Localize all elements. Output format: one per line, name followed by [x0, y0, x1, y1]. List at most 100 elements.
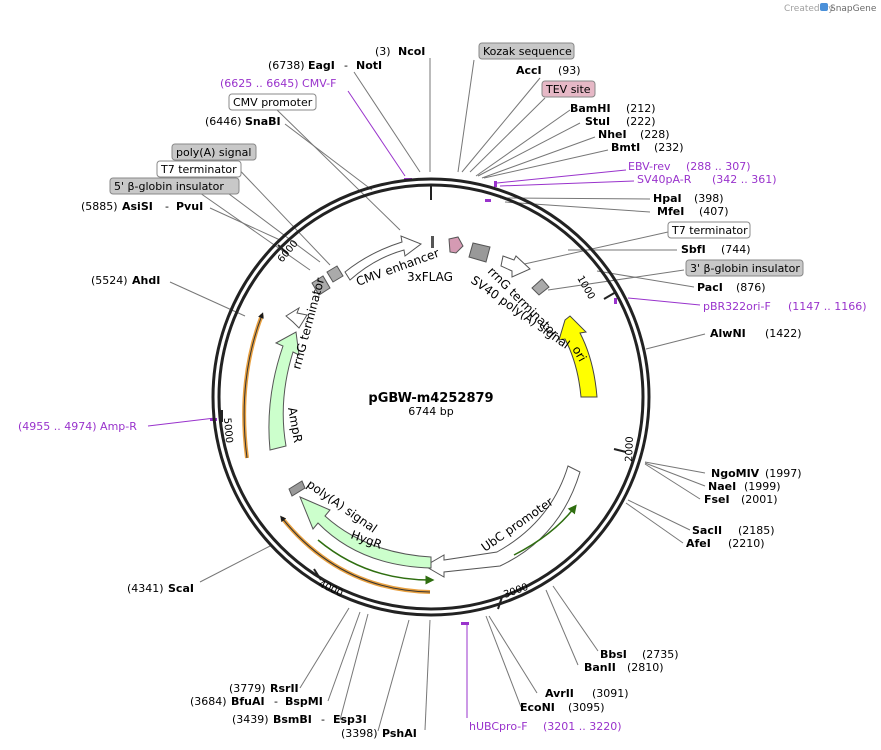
- t7-terminator-box-right: [667, 221, 751, 239]
- site-t7-terminator-right: T7 terminator: [671, 224, 748, 237]
- site-paci: PacI: [697, 281, 723, 294]
- site-asisi: AsiSI: [122, 200, 153, 213]
- site-afei: AfeI: [686, 537, 711, 550]
- tev-site-mark: [448, 236, 464, 254]
- plasmid-length: 6744 bp: [408, 405, 453, 418]
- site-bfuai-sep: -: [274, 695, 278, 708]
- site-bmti-pos: (232): [654, 141, 684, 154]
- site-polya-signal: poly(A) signal: [176, 146, 251, 159]
- site-paci-pos: (876): [736, 281, 766, 294]
- site-hpai: HpaI: [653, 192, 682, 205]
- site-alwni: AlwNI: [710, 327, 746, 340]
- bglobin3-box: [685, 259, 804, 277]
- site-rsrii: RsrII: [270, 682, 299, 695]
- site-cmv-promoter: CMV promoter: [233, 96, 313, 109]
- site-nhei-pos: (228): [640, 128, 670, 141]
- cmv-enhancer-arrow: [344, 235, 423, 281]
- site-scai: ScaI: [168, 582, 194, 595]
- site-sacii-pos: (2185): [738, 524, 775, 537]
- site-ahdi-pos: (5524): [91, 274, 128, 287]
- primer-hubcpro-f-pos: (3201 .. 3220): [543, 720, 622, 733]
- rrng-box-1: [531, 278, 550, 296]
- primer-hubcpro-f: hUBCpro-F: [469, 720, 528, 733]
- site-hpai-pos: (398): [694, 192, 724, 205]
- kozak-mark: [431, 236, 434, 248]
- ori-arrow: [558, 315, 598, 398]
- site-acci-pos: (93): [558, 64, 581, 77]
- primer-cmv-f: (6625 .. 6645) CMV-F: [220, 77, 336, 90]
- site-econi-pos: (3095): [568, 701, 605, 714]
- primer-sv40pa-r-pos: (342 .. 361): [712, 173, 777, 186]
- feature-3xflag: 3xFLAG: [407, 270, 453, 284]
- polya-box: [288, 480, 306, 497]
- site-ncoi-pos: (3): [375, 45, 391, 58]
- hygr-arrow: [299, 496, 432, 569]
- site-avrii-pos: (3091): [592, 687, 629, 700]
- backbone-inner: [217, 183, 645, 611]
- site-bbsi: BbsI: [600, 648, 627, 661]
- ampr-orf-orange: [242, 314, 264, 459]
- site-bsmbi-sep: -: [321, 713, 325, 726]
- site-sbfi-pos: (744): [721, 243, 751, 256]
- ubc-orf-arrow: [513, 504, 577, 556]
- site-stui: StuI: [585, 115, 610, 128]
- tick-label-2000: 2000: [624, 436, 636, 462]
- site-snabi: SnaBI: [245, 115, 281, 128]
- site-bamhi: BamHI: [570, 102, 611, 115]
- ampr-orf-arrow: [243, 312, 264, 459]
- site-noti: NotI: [356, 59, 382, 72]
- feature-sv40-polya: SV40 poly(A) signal: [468, 273, 572, 352]
- tick-label-4000: 4000: [317, 579, 345, 600]
- site-naei: NaeI: [708, 480, 736, 493]
- site-ngomiv: NgoMIV: [711, 467, 760, 480]
- primer-ebv-rev-pos: (288 .. 307): [686, 160, 751, 173]
- site-bsmbi-pos: (3439): [232, 713, 269, 726]
- tev-box: [541, 80, 596, 98]
- site-nhei: NheI: [598, 128, 627, 141]
- rrng-box-2b: [326, 265, 344, 283]
- site-snabi-pos: (6446): [205, 115, 242, 128]
- tick-label-1000: 1000: [574, 274, 596, 302]
- site-bmti: BmtI: [611, 141, 640, 154]
- rrng-box-2a: [311, 275, 331, 296]
- site-bfuai: BfuAI: [231, 695, 265, 708]
- ubc-promoter-arrow: [424, 465, 581, 578]
- site-naei-pos: (1999): [744, 480, 781, 493]
- site-scai-pos: (4341): [127, 582, 164, 595]
- kozak-box: [478, 42, 575, 60]
- site-alwni-pos: (1422): [765, 327, 802, 340]
- site-kozak: Kozak sequence: [483, 45, 572, 58]
- site-pvui: PvuI: [176, 200, 203, 213]
- rrng-terminator-arrow-1: [500, 255, 531, 278]
- site-asisi-sep: -: [165, 200, 169, 213]
- site-pshai-pos: (3398): [341, 727, 378, 740]
- boxed-labels: Kozak sequence TEV site CMV promoter pol…: [109, 42, 804, 277]
- site-fsei-pos: (2001): [741, 493, 778, 506]
- primer-sv40pa-r: SV40pA-R: [637, 173, 692, 186]
- tick-marks: [221, 186, 627, 610]
- site-bamhi-pos: (212): [626, 102, 656, 115]
- site-rsrii-pos: (3779): [229, 682, 266, 695]
- site-eagi: EagI: [308, 59, 335, 72]
- site-sacii: SacII: [692, 524, 722, 537]
- site-banii: BanII: [584, 661, 616, 674]
- site-mfei: MfeI: [657, 205, 684, 218]
- hygr-orf-arrow: [280, 515, 431, 593]
- primer-pbr322ori-f-pos: (1147 .. 1166): [788, 300, 867, 313]
- tick-label-5000: 5000: [221, 417, 234, 443]
- site-eagi-pos: (6738): [268, 59, 305, 72]
- polya-signal-box: [171, 143, 257, 161]
- cmv-promoter-box: [228, 93, 317, 111]
- bglobin5-box: [109, 177, 240, 195]
- site-bfuai-pos: (3684): [190, 695, 227, 708]
- plasmid-name: pGBW-m4252879: [368, 391, 493, 406]
- site-ncoi: NcoI: [398, 45, 425, 58]
- site-avrii: AvrII: [545, 687, 574, 700]
- sv40-polya-box: [468, 242, 491, 263]
- site-eagi-sep: -: [344, 59, 348, 72]
- snapgene-brand: SnapGene: [830, 4, 877, 14]
- site-acci: AccI: [516, 64, 542, 77]
- site-bspmi: BspMI: [285, 695, 323, 708]
- hygr-orf-green: [317, 539, 435, 585]
